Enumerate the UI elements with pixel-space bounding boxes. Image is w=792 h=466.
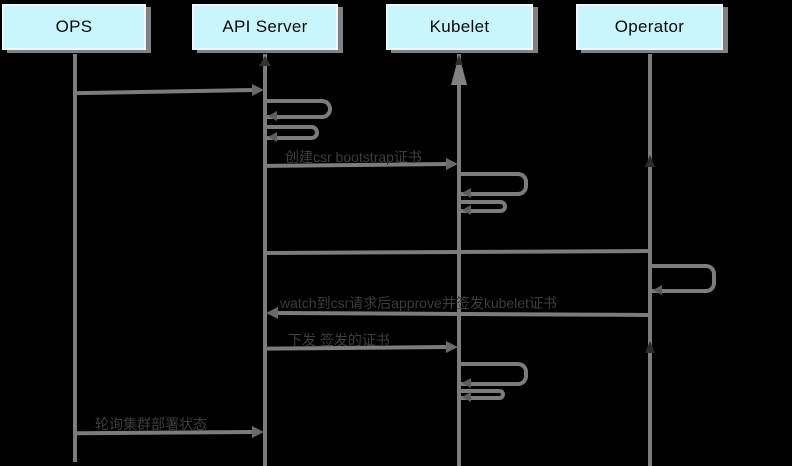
message-arrow-create-cluster-request (76, 88, 255, 96)
participant-box-api-server: API Server (192, 4, 338, 50)
message-label-bootstrap-cert-to-kubelet: 创建csr bootstrap证书 (285, 149, 422, 165)
arrowhead-icon-kubelet-cert-loop-1 (462, 378, 471, 388)
participant-label-kubelet: Kubelet (429, 17, 490, 36)
lifeline-api (263, 54, 267, 466)
watch-operator-watch-arrow-2 (644, 341, 655, 353)
arrowhead-icon-api-validate-loop-1 (268, 111, 277, 121)
lifeline-ops (73, 54, 77, 462)
arrowhead-icon-kubelet-bootstrap-loop-1 (462, 188, 471, 198)
message-label-signed-cert-to-kubelet: 下发 签发的证书 (288, 332, 390, 348)
message-arrow-operator-approve-reply (275, 311, 649, 317)
self-loop-kubelet-cert-loop-2 (460, 389, 505, 400)
self-loop-api-validate-loop-1 (266, 99, 332, 119)
arrowhead-icon-poll-cluster-status (252, 426, 264, 438)
watch-api-lifeline-up-arrow (259, 56, 271, 66)
self-loop-kubelet-bootstrap-loop-2 (460, 200, 507, 213)
self-loop-kubelet-bootstrap-loop-1 (460, 172, 528, 196)
participant-label-operator: Operator (614, 17, 685, 36)
arrowhead-icon-api-validate-loop-2 (268, 132, 277, 142)
lifeline-kubelet (457, 54, 461, 466)
participant-label-api-server: API Server (222, 17, 308, 36)
arrowhead-icon-signed-cert-to-kubelet (446, 341, 458, 353)
arrowhead-icon-operator-approve-reply (266, 307, 278, 319)
self-loop-api-validate-loop-2 (266, 125, 319, 140)
lifeline-operator (648, 54, 652, 466)
message-label-poll-cluster-status: 轮询集群部署状态 (95, 416, 207, 432)
participant-box-ops: OPS (2, 4, 146, 50)
arrowhead-icon-kubelet-cert-loop-2 (462, 392, 471, 402)
participant-box-kubelet: Kubelet (386, 4, 533, 50)
arrowhead-icon-bootstrap-cert-to-kubelet (446, 158, 458, 170)
arrowhead-icon-operator-approve-loop (653, 285, 662, 295)
watch-kubelet-up-arrow-tip (455, 55, 463, 65)
arrowhead-icon-create-cluster-request (252, 84, 264, 96)
message-label-operator-approve-reply: watch到csr请求后approve并签发kubelet证书 (280, 295, 557, 311)
arrowhead-icon-kubelet-bootstrap-loop-2 (462, 205, 471, 215)
self-loop-operator-approve-loop (651, 264, 716, 293)
watch-operator-watch-arrow-1 (644, 155, 655, 167)
participant-label-ops: OPS (55, 17, 93, 36)
participant-box-operator: Operator (576, 4, 723, 50)
self-loop-kubelet-cert-loop-1 (460, 362, 528, 386)
